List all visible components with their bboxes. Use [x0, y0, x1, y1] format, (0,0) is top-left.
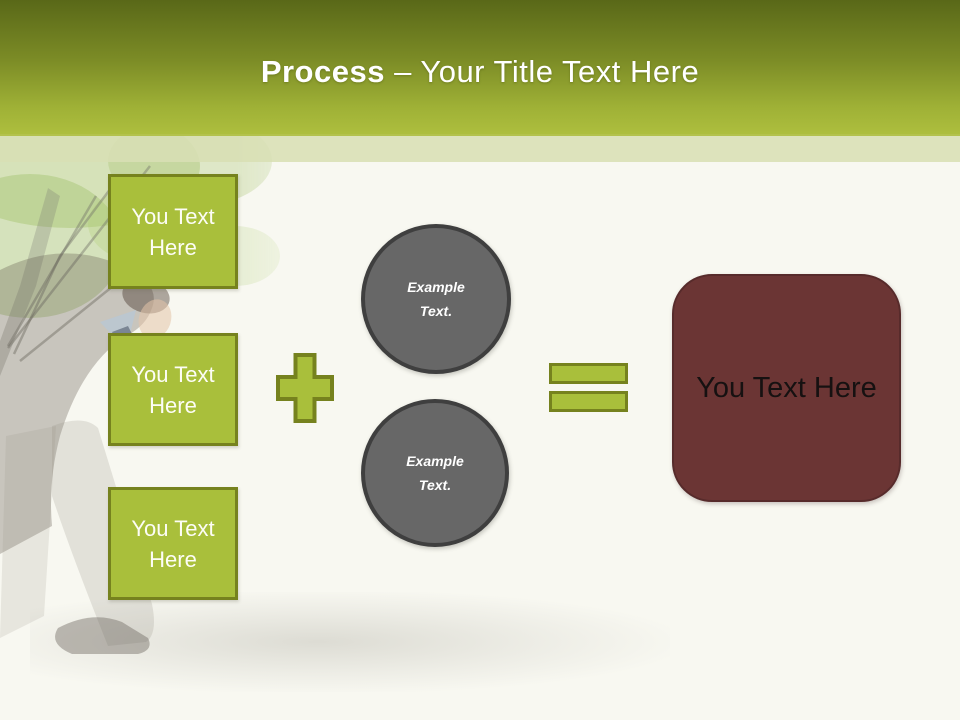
equals-icon — [549, 363, 628, 412]
equals-bar-bottom — [549, 391, 628, 412]
process-box-2: You Text Here — [108, 333, 238, 446]
process-box-1: You Text Here — [108, 174, 238, 289]
floor-shadow-decoration — [30, 592, 670, 692]
process-box-3-label: You Text Here — [131, 515, 215, 572]
plus-icon — [276, 353, 334, 423]
slide-title-secondary: – Your Title Text Here — [394, 54, 700, 89]
example-circle-2-label: Example Text. — [406, 453, 464, 493]
slide-title: Process – Your Title Text Here — [261, 44, 699, 90]
slide-header: Process – Your Title Text Here — [0, 0, 960, 136]
example-circle-1-label: Example Text. — [407, 279, 465, 319]
process-box-2-label: You Text Here — [131, 361, 215, 418]
slide-title-primary: Process — [260, 54, 385, 89]
process-box-1-label: You Text Here — [131, 203, 215, 260]
header-substrip — [0, 136, 960, 162]
result-box-label: You Text Here — [696, 371, 877, 404]
result-box: You Text Here — [672, 274, 901, 502]
process-box-3: You Text Here — [108, 487, 238, 600]
example-circle-1: Example Text. — [361, 224, 511, 374]
example-circle-2: Example Text. — [361, 399, 509, 547]
equals-bar-top — [549, 363, 628, 384]
